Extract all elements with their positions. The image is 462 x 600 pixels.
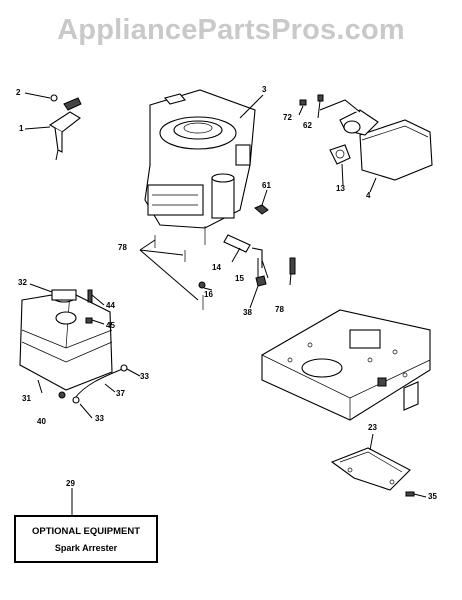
- bolt-61-part: [254, 189, 269, 215]
- optional-equipment-box: OPTIONAL EQUIPMENT Spark Arrester: [14, 515, 158, 563]
- callout-78-b: 78: [275, 305, 284, 314]
- callout-14: 14: [212, 263, 221, 272]
- callout-33-b: 33: [95, 414, 104, 423]
- callout-16: 16: [204, 290, 213, 299]
- callout-29: 29: [66, 479, 75, 488]
- callout-38: 38: [243, 308, 252, 317]
- mounting-plate-part: [261, 309, 431, 421]
- engine-part: [144, 89, 264, 229]
- callout-3: 3: [262, 85, 267, 94]
- callout-61: 61: [262, 181, 271, 190]
- callout-1: 1: [19, 124, 24, 133]
- callout-15: 15: [235, 274, 244, 283]
- callout-45: 45: [106, 321, 115, 330]
- callout-2: 2: [16, 88, 21, 97]
- callout-33-a: 33: [140, 372, 149, 381]
- callout-23: 23: [368, 423, 377, 432]
- optional-equipment-title: OPTIONAL EQUIPMENT: [31, 526, 141, 537]
- callout-35: 35: [428, 492, 437, 501]
- watermark-text: AppliancePartsPros.com: [57, 14, 405, 46]
- throttle-control-part: [24, 92, 82, 161]
- callout-40: 40: [37, 417, 46, 426]
- fitting-parts: [139, 226, 296, 310]
- callout-31: 31: [22, 394, 31, 403]
- callout-62: 62: [303, 121, 312, 130]
- optional-equipment-subtitle: Spark Arrester: [54, 543, 118, 553]
- callout-72: 72: [283, 113, 292, 122]
- muffler-part: [298, 94, 433, 193]
- fuel-tank-part: [19, 283, 141, 419]
- callout-13: 13: [336, 184, 345, 193]
- callout-44: 44: [106, 301, 115, 310]
- callout-32: 32: [18, 278, 27, 287]
- callout-37: 37: [116, 389, 125, 398]
- bracket-part: [330, 433, 427, 498]
- callout-4: 4: [366, 191, 371, 200]
- callout-78-a: 78: [118, 243, 127, 252]
